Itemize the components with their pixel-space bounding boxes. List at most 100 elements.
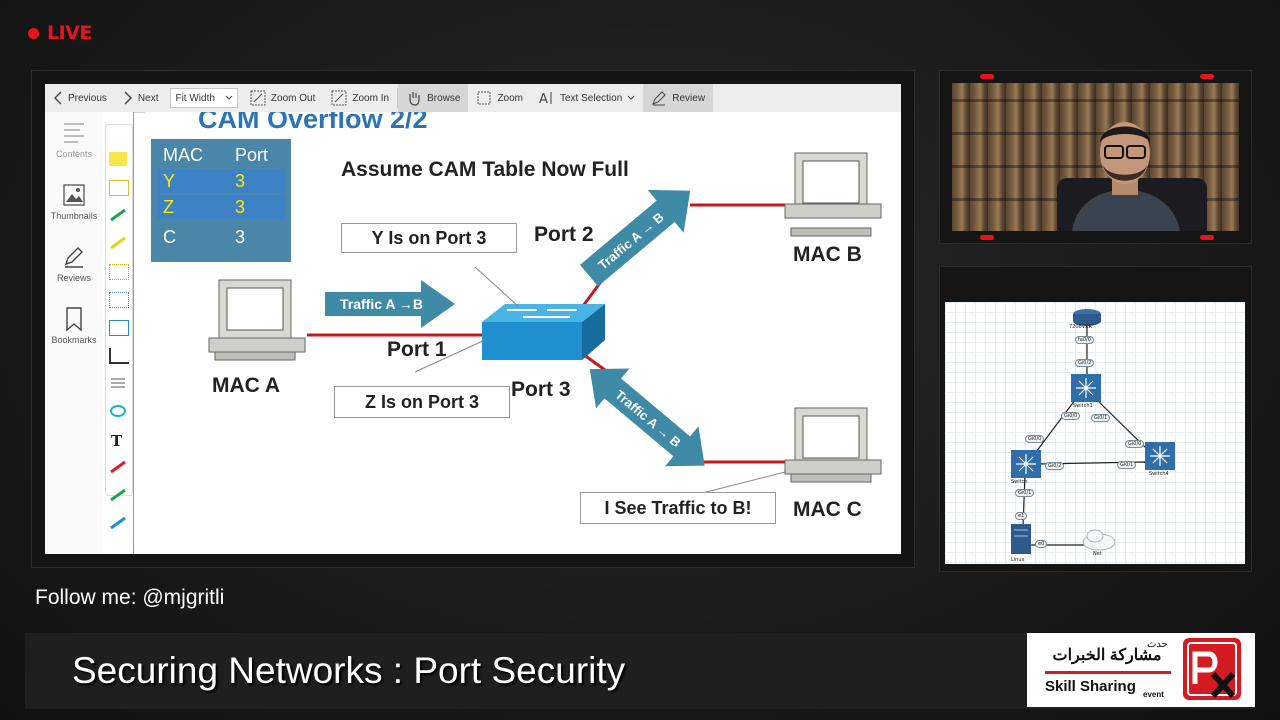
sidebar-item-bookmarks[interactable]: Bookmarks xyxy=(51,306,97,360)
computer-b-icon xyxy=(784,152,882,237)
text-selection-label: Text Selection xyxy=(560,92,623,104)
chevron-left-icon xyxy=(54,91,62,105)
traffic-arrow-a-label: Traffic A →B xyxy=(340,296,423,312)
linux-label: Linux xyxy=(1011,557,1025,563)
slide-title: CAM Overflow 2/2 xyxy=(198,112,428,134)
port2-label: Port 2 xyxy=(534,223,594,246)
switch1-icon xyxy=(1071,374,1101,402)
note-outline-icon[interactable] xyxy=(109,180,129,196)
switch-icon xyxy=(482,304,605,360)
cam-table: MAC Port Y 3 Z 3 C 3 xyxy=(151,139,291,262)
zoom-button[interactable]: Zoom xyxy=(468,84,531,112)
switch4-left-port: Gi0/1 xyxy=(1117,461,1137,469)
switch-bottom-port: Gi0/1 xyxy=(1015,489,1035,497)
table-row: C 3 xyxy=(157,225,285,249)
zoom-out-label: Zoom Out xyxy=(270,92,316,104)
svg-text:T: T xyxy=(111,432,123,448)
sidebar-item-thumbnails[interactable]: Thumbnails xyxy=(51,182,97,236)
fit-width-value: Fit Width xyxy=(175,92,215,104)
toolbar-divider xyxy=(397,88,399,108)
highlight-yellow-icon[interactable] xyxy=(109,236,127,250)
review-palette: T xyxy=(103,112,134,554)
svg-text:A: A xyxy=(539,92,548,106)
traffic-arrow-b-label: Traffic A → B xyxy=(595,209,666,272)
hand-icon xyxy=(409,92,420,106)
logo-arabic-top: حدث xyxy=(1147,639,1168,650)
callout-z: Z Is on Port 3 xyxy=(334,386,510,418)
viewer-sidebar: Contents Thumbnails Reviews Bookmarks xyxy=(45,112,104,554)
text-cursor-icon: A xyxy=(539,92,552,106)
pdf-viewer-frame: Previous Next Fit Width Zoom Out Zoom In… xyxy=(31,70,915,568)
zoom-out-button[interactable]: Zoom Out xyxy=(242,84,323,112)
sidebar-item-reviews[interactable]: Reviews xyxy=(57,244,91,298)
previous-button[interactable]: Previous xyxy=(45,84,115,112)
chevron-down-icon xyxy=(627,95,635,100)
cam-table-header: MAC Port xyxy=(157,143,285,167)
zoom-in-button[interactable]: Zoom In xyxy=(323,84,397,112)
line-tool-icon[interactable] xyxy=(109,348,129,364)
browse-button[interactable]: Browse xyxy=(398,84,469,112)
logo-arabic: مشاركة الخبرات xyxy=(1052,647,1162,664)
px-logo-icon xyxy=(1183,638,1241,700)
text-tool-icon[interactable]: T xyxy=(109,432,127,450)
logo-sub: event xyxy=(1143,690,1164,699)
next-label: Next xyxy=(137,92,159,104)
pen-red-icon[interactable] xyxy=(109,460,127,474)
review-button[interactable]: Review xyxy=(643,84,714,112)
reviews-icon xyxy=(64,247,83,268)
sidebar-label: Bookmarks xyxy=(51,335,97,345)
cam-header-mac: MAC xyxy=(163,144,203,165)
previous-label: Previous xyxy=(68,92,107,104)
cam-cell: 3 xyxy=(235,196,246,217)
text-box-icon[interactable] xyxy=(109,264,129,280)
table-row: Y 3 xyxy=(157,169,285,193)
linux-e0-port: e0 xyxy=(1035,540,1048,548)
traffic-arrow-a xyxy=(325,280,455,328)
callout-y: Y Is on Port 3 xyxy=(341,223,517,253)
sidebar-item-contents[interactable]: Contents xyxy=(56,120,92,174)
ellipse-cyan-icon[interactable] xyxy=(109,404,127,418)
frame-accent-icon xyxy=(980,235,994,240)
sidebar-label: Reviews xyxy=(56,273,91,283)
zoom-in-label: Zoom In xyxy=(352,92,390,104)
pen-icon xyxy=(652,91,666,106)
webcam-feed xyxy=(952,83,1239,231)
frame-accent-icon xyxy=(980,74,994,79)
mac-a-label: MAC A xyxy=(212,374,281,397)
callout-box-icon[interactable] xyxy=(109,292,129,308)
review-label: Review xyxy=(672,92,706,104)
zoom-label: Zoom xyxy=(497,92,523,104)
live-indicator: LIVE xyxy=(28,22,92,44)
mac-b-label: MAC B xyxy=(793,243,862,266)
switch4-icon xyxy=(1145,442,1175,470)
switch-icon xyxy=(1011,450,1041,478)
table-row: Z 3 xyxy=(157,195,285,219)
callout-see-traffic: I See Traffic to B! xyxy=(580,492,776,524)
marquee-zoom-icon xyxy=(477,91,491,105)
network-diagram: Traffic A →B Traffic A → B Traffic A → B xyxy=(208,152,882,506)
thumbnails-icon xyxy=(63,184,85,206)
viewer-toolbar: Previous Next Fit Width Zoom Out Zoom In… xyxy=(45,84,901,113)
presenter-icon xyxy=(1057,122,1207,231)
pen-blue-icon[interactable] xyxy=(109,516,127,530)
fit-width-select[interactable]: Fit Width xyxy=(170,88,238,108)
switch1-up-port: Gi0/2 xyxy=(1075,359,1095,367)
live-dot-icon xyxy=(28,27,39,39)
text-selection-button[interactable]: A Text Selection xyxy=(531,84,643,112)
router-icon xyxy=(1073,309,1101,326)
pen-green-icon[interactable] xyxy=(109,488,127,502)
skill-sharing-logo: حدث مشاركة الخبرات Skill Sharing event xyxy=(1027,633,1255,707)
net-label: Net xyxy=(1093,551,1102,557)
sticky-note-yellow-icon[interactable] xyxy=(109,152,127,166)
list-icon[interactable] xyxy=(109,376,127,390)
contents-icon xyxy=(64,123,84,143)
next-button[interactable]: Next xyxy=(115,84,167,112)
live-label: LIVE xyxy=(47,22,92,44)
shape-rect-icon[interactable] xyxy=(109,320,129,336)
traffic-arrow-c-label: Traffic A → B xyxy=(612,387,683,450)
switch1-left-port: Gi0/0 xyxy=(1061,412,1081,420)
highlight-green-icon[interactable] xyxy=(109,208,127,222)
cam-cell: 3 xyxy=(235,226,246,247)
computer-c-icon xyxy=(784,407,882,483)
linux-server-icon xyxy=(1011,524,1031,554)
